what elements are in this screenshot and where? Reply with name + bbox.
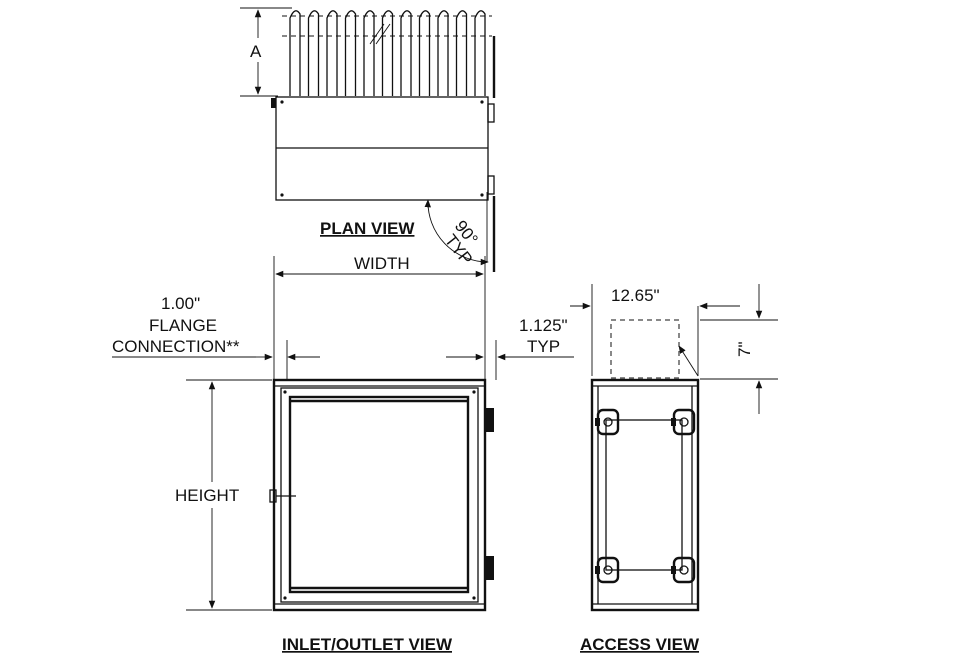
door-swing-arc	[424, 199, 489, 266]
inlet-latch-top	[485, 408, 494, 432]
flange-label-2: FLANGE	[149, 316, 217, 335]
coil-fin	[289, 10, 301, 96]
plan-right-latch-bottom	[487, 175, 495, 195]
coil-fin	[400, 10, 412, 96]
inlet-outlet-view-title: INLET/OUTLET VIEW	[282, 635, 453, 654]
plan-right-latch-top	[487, 103, 495, 123]
coil-fins	[289, 10, 486, 96]
break-line-2	[375, 23, 391, 45]
plan-view: A 90° TYP PLAN VIEW	[240, 7, 496, 272]
inlet-latch-bottom	[485, 556, 494, 580]
plan-left-hinge	[271, 98, 276, 108]
access-latch	[671, 408, 696, 436]
coil-fin	[437, 10, 449, 96]
access-door-clearance	[610, 319, 680, 379]
coil-fin	[344, 10, 357, 96]
access-latches	[595, 408, 696, 584]
plan-view-title: PLAN VIEW	[320, 219, 415, 238]
inlet-outlet-view: INLET/OUTLET VIEW	[269, 378, 494, 654]
coil-fin	[418, 10, 431, 96]
access-depth-label: 7"	[735, 342, 754, 358]
height-label: HEIGHT	[175, 486, 239, 505]
access-latch	[595, 408, 620, 436]
offset-typ-label: TYP	[527, 337, 560, 356]
a-label: A	[250, 42, 262, 61]
coil-fin	[363, 10, 375, 96]
coil-fin	[474, 10, 486, 96]
inlet-outlet-dimensions: WIDTH 1.00" FLANGE CONNECTION** 1.125" T…	[112, 254, 574, 611]
coil-fin	[455, 10, 468, 96]
flange-label-3: CONNECTION**	[112, 337, 240, 356]
coil-fin	[381, 10, 394, 96]
coil-fin	[307, 10, 320, 96]
coil-fin	[326, 10, 338, 96]
access-view-title: ACCESS VIEW	[580, 635, 700, 654]
access-outer-frame	[590, 378, 700, 612]
access-view: 12.65" 7" ACCESS VIEW	[570, 284, 778, 654]
access-door-swing	[678, 345, 699, 377]
access-width-label: 12.65"	[611, 286, 660, 305]
inlet-outer-frame	[272, 378, 487, 612]
access-latch	[671, 556, 696, 584]
break-line-1	[369, 23, 385, 45]
offset-label: 1.125"	[519, 316, 568, 335]
flange-label-1: 1.00"	[161, 294, 200, 313]
width-label: WIDTH	[354, 254, 410, 273]
access-latch	[595, 556, 620, 584]
inlet-opening	[288, 395, 470, 594]
inlet-flange-frame	[280, 387, 479, 603]
access-door-panel	[605, 419, 683, 571]
